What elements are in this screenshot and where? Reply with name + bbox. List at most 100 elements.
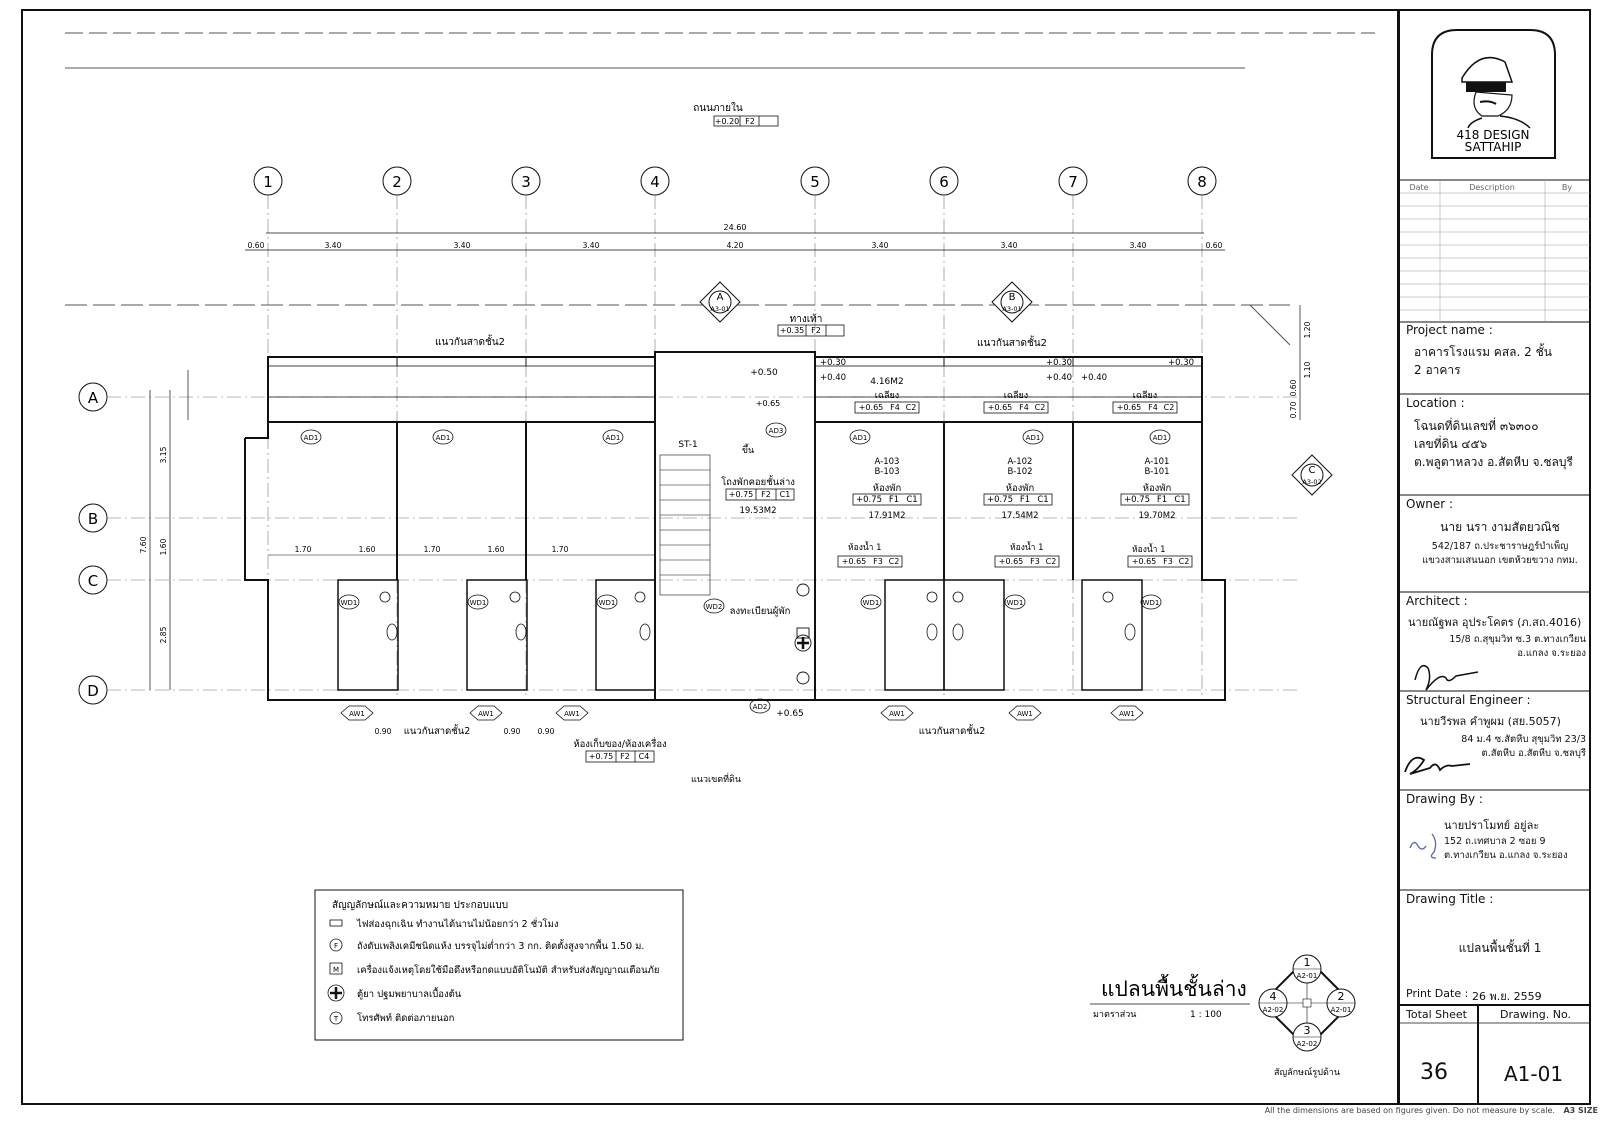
print-date-label: Print Date :: [1406, 987, 1469, 1000]
room-1-code1: A-103: [875, 457, 900, 467]
section-b-ref: A3-01: [1002, 305, 1021, 313]
grid-col-2: 2: [392, 173, 402, 191]
tag-aw1-1: AW1: [349, 710, 365, 718]
engineer-signature: [1404, 756, 1471, 775]
walkway-label: ทางเท้า: [790, 313, 823, 325]
drawing-title-label: Drawing Title :: [1406, 892, 1494, 906]
dim-top-0: 0.60: [248, 241, 265, 250]
section-marker-b: B A3-01: [991, 281, 1033, 323]
room-3-floor: F1: [1157, 495, 1167, 505]
grid-lines-vertical: [267, 195, 1203, 700]
grid-row-d: D: [87, 682, 99, 700]
tag-aw1-6: AW1: [1119, 710, 1135, 718]
lobby-area: 19.53M2: [739, 506, 776, 516]
grid-row-labels: A B C D: [87, 389, 99, 700]
section-c-label: C: [1309, 465, 1316, 476]
grid-col-8: 8: [1197, 173, 1207, 191]
emergency-light-icon: [329, 919, 343, 927]
bath-floor-1: F3: [873, 557, 883, 566]
bath-floor-2: F3: [1030, 557, 1040, 566]
lobby-top-level: +0.50: [750, 368, 778, 378]
architect-name: นายณัฐพล อุประโคตร (ภ.สถ.4016): [1408, 616, 1582, 629]
tag-ad1-1: AD1: [304, 434, 319, 442]
level-040-c: +0.40: [1081, 373, 1107, 383]
stair-up-label: ขึ้น: [742, 443, 754, 456]
location-line3: ต.พลูตาหลวง อ.สัตหีบ จ.ชลบุรี: [1414, 455, 1573, 469]
legend-heading: สัญญลักษณ์และความหมาย ประกอบแบบ: [332, 899, 508, 911]
tag-wd1-1: WD1: [341, 599, 358, 607]
drawing-title-value: แปลนพื้นชั้นที่ 1: [1458, 941, 1542, 955]
fire-extinguisher-icon: [329, 938, 343, 952]
bottom-dims: 0.90 0.90 0.90: [375, 727, 555, 736]
bath-label-3: ห้องน้ำ 1: [1132, 543, 1166, 555]
lobby-symbols: [794, 583, 812, 685]
tag-wd1-5: WD1: [1007, 599, 1024, 607]
room-2-code2: B-102: [1007, 467, 1032, 477]
eave-level-2: +0.65: [988, 403, 1013, 412]
compass-caption: สัญลักษณ์รูปด้าน: [1274, 1066, 1340, 1078]
bath-level-tags: +0.65 F3 C2 +0.65 F3 C2 +0.65 F3 C2: [837, 555, 1193, 568]
architect-label: Architect :: [1406, 594, 1468, 608]
eave-labels: 4.16M2 เฉลียง เฉลียง เฉลียง: [870, 377, 1157, 401]
architect-addr2: อ.แกลง จ.ระยอง: [1517, 648, 1586, 659]
engineer-name: นายวีรพล คำพูผม (สย.5057): [1420, 715, 1561, 728]
level-030-b: +0.30: [1046, 358, 1072, 368]
dim-bath-1: 1.60: [359, 545, 376, 554]
engineer-addr1: 84 ม.4 ซ.สัตหีบ สุขุมวิท 23/3: [1461, 734, 1586, 745]
manual-alarm-icon: [329, 962, 343, 975]
boundary-label: แนวเขตที่ดิน: [691, 772, 741, 785]
legend-item-1: ไฟส่องฉุกเฉิน ทำงานได้นานไม่น้อยกว่า 2 ช…: [356, 917, 559, 930]
compass-1-ref: A2-01: [1297, 972, 1318, 980]
dim-top-1: 3.40: [325, 241, 342, 250]
footer-disclaimer: All the dimensions are based on figures …: [1264, 1106, 1555, 1115]
room-3-label: ห้องพัก: [1143, 483, 1172, 494]
elevation-compass: [1258, 954, 1356, 1052]
drawing-no-value: A1-01: [1504, 1062, 1564, 1086]
drafter-signature: [1409, 833, 1437, 859]
compass-2-ref: A2-01: [1331, 1006, 1352, 1014]
legend-item-4: ตู้ยา ปฐมพยาบาลเบื้องต้น: [357, 987, 462, 1000]
parapet-label-bottom-left: แนวกันสาดชั้น2: [404, 724, 471, 737]
legend-item-2: ถังดับเพลิงเคมีชนิดแห้ง บรรจุไม่ต่ำกว่า …: [357, 939, 644, 952]
eave-level-1: +0.65: [859, 403, 884, 412]
eave-label-2: เฉลียง: [1004, 390, 1028, 401]
drawn-by-addr1: 152 ถ.เทศบาล 2 ซอย 9: [1444, 836, 1546, 847]
legend-items: ไฟส่องฉุกเฉิน ทำงานได้นานไม่น้อยกว่า 2 ช…: [327, 917, 659, 1025]
tag-ad1-3: AD1: [606, 434, 621, 442]
section-marker-a: A A3-01: [699, 281, 741, 323]
project-line2: 2 อาคาร: [1414, 363, 1461, 377]
room-3-level: +0.75: [1124, 495, 1150, 505]
tag-ad1-6: AD1: [1153, 434, 1168, 442]
location-label: Location :: [1406, 396, 1465, 410]
building-walls: [244, 351, 1226, 701]
bath-labels: ห้องน้ำ 1 ห้องน้ำ 1 ห้องน้ำ 1: [848, 541, 1166, 555]
storage-label: ห้องเก็บของ/ห้องเครื่อง: [573, 737, 666, 750]
dim-top-6: 3.40: [1001, 241, 1018, 250]
eave-floor-1: F4: [890, 403, 900, 412]
dim-bath-0: 1.70: [295, 545, 312, 554]
room-a101: A-101 B-101 ห้องพัก +0.75 F1 C1 19.70M2: [1120, 457, 1190, 521]
dim-bath-2: 1.70: [424, 545, 441, 554]
section-b-label: B: [1009, 292, 1016, 303]
section-marker-c: C A3-02: [1291, 454, 1333, 496]
toilets: [379, 591, 1136, 641]
parapet-label-top-right: แนวกันสาดชั้น2: [977, 335, 1047, 349]
compass-2-num: 2: [1338, 990, 1345, 1003]
total-sheet-label: Total Sheet: [1406, 1008, 1467, 1021]
room-2-floor: F1: [1020, 495, 1030, 505]
room-a102: A-102 B-102 ห้องพัก +0.75 F1 C1 17.54M2: [983, 457, 1053, 521]
grid-bubbles-left: [78, 382, 108, 705]
eave-floor-2: F4: [1019, 403, 1029, 412]
storage-level: +0.75: [589, 752, 614, 761]
dim-left-total: 7.60: [139, 536, 148, 553]
room-2-label: ห้องพัก: [1006, 483, 1035, 494]
eave-level-3: +0.65: [1117, 403, 1142, 412]
room-1-code2: B-103: [874, 467, 899, 477]
dim-top-2: 3.40: [454, 241, 471, 250]
grid-col-5: 5: [810, 173, 820, 191]
room-1-ceiling: C1: [906, 495, 917, 505]
bath-level-3: +0.65: [1132, 557, 1157, 566]
eave-ceiling-1: C2: [906, 403, 917, 412]
bath-level-2: +0.65: [999, 557, 1024, 566]
